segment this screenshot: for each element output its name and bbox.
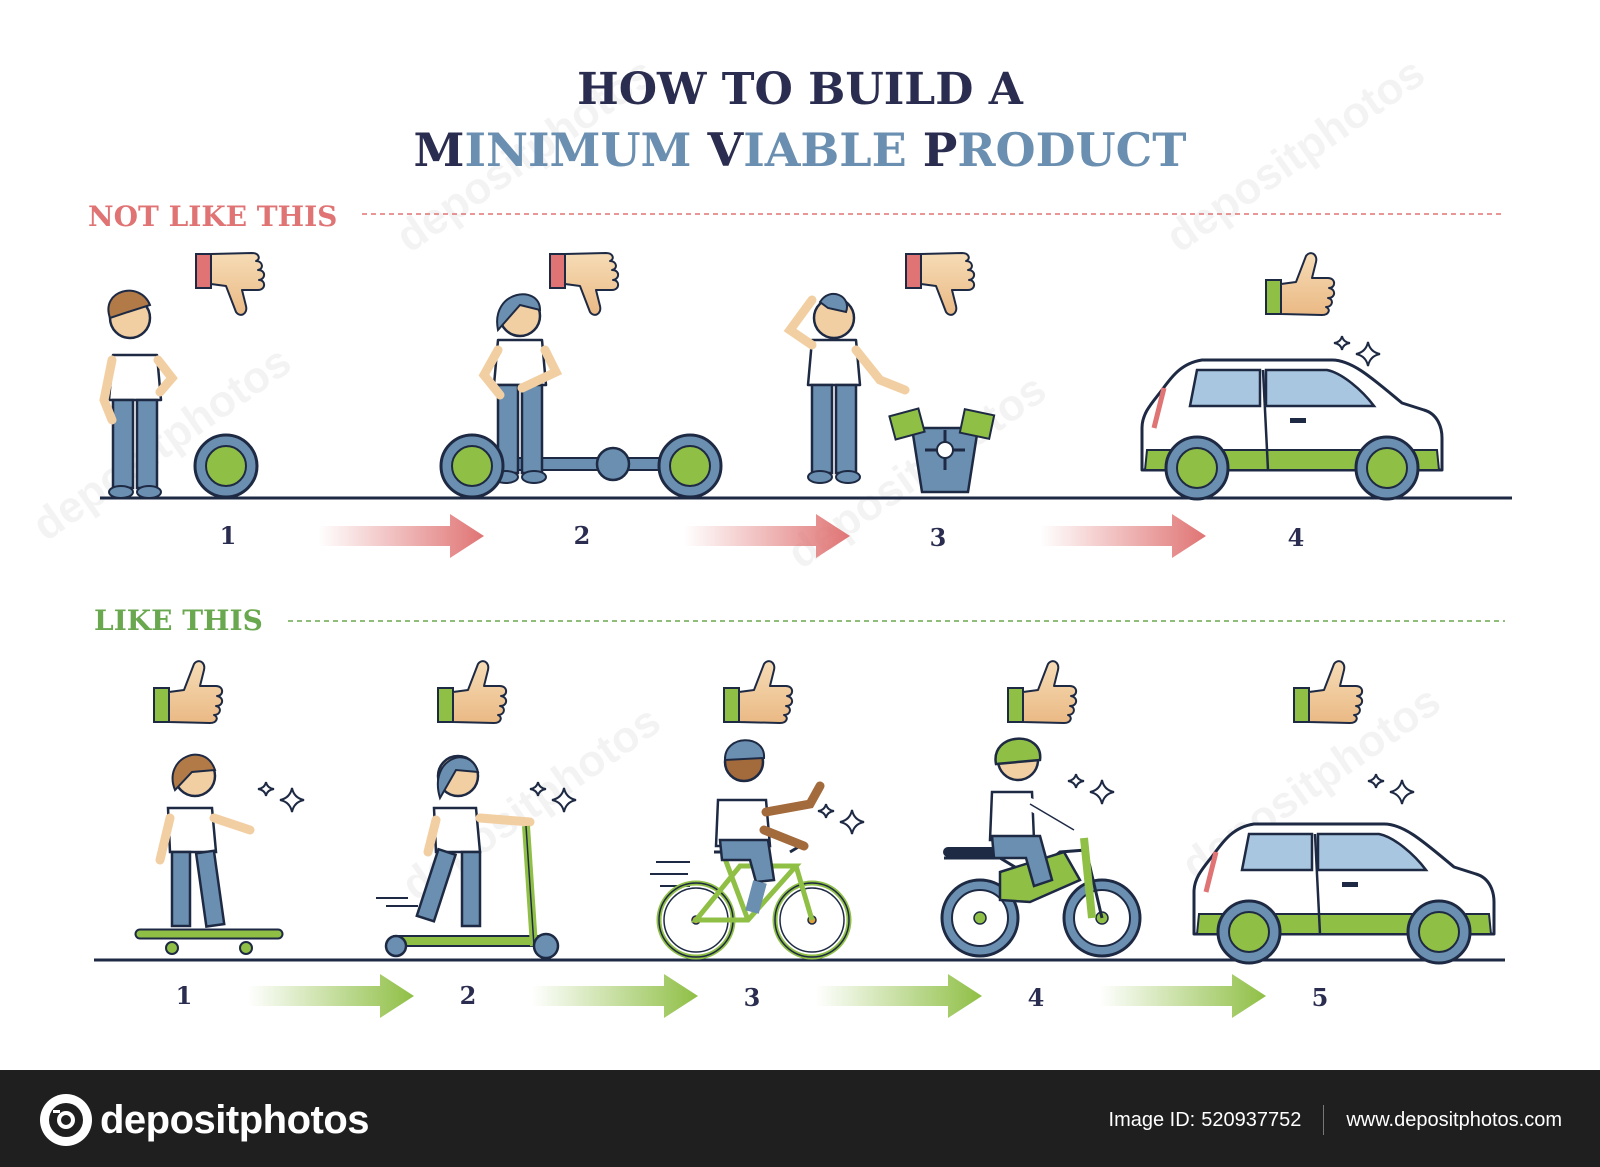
good-arrow-3-icon (816, 974, 982, 1018)
wheel-icon (439, 433, 505, 499)
bad-arrow-2-icon (684, 514, 850, 558)
good-step-4-illustration (940, 737, 1142, 958)
sparkle-icon (257, 781, 305, 813)
wheel-icon (193, 433, 259, 499)
good-step-4-number: 4 (1028, 983, 1045, 1012)
brand-name: depositphotos (100, 1097, 370, 1142)
bad-section-label: NOT LIKE THIS (88, 200, 337, 233)
good-arrow-1-icon (248, 974, 414, 1018)
thumbs-up-icon (1265, 252, 1336, 316)
good-arrow-4-icon (1100, 974, 1266, 1018)
good-step-3-number: 3 (744, 983, 761, 1012)
title-line-2: MINIMUM VIABLE PRODUCT (414, 123, 1187, 177)
good-section-label: LIKE THIS (94, 604, 263, 637)
camera-logo-icon (40, 1094, 92, 1146)
svg-text:depositphotos: depositphotos (1157, 48, 1433, 262)
good-step-2-illustration (376, 754, 577, 960)
bad-step-4-illustration (1142, 252, 1442, 499)
bad-step-1-number: 1 (220, 521, 237, 550)
bad-step-3-number: 3 (930, 523, 947, 552)
image-id: 520937752 (1201, 1108, 1302, 1131)
thumbs-down-icon (549, 252, 620, 316)
good-step-3-illustration (650, 739, 865, 957)
good-step-5-illustration (1194, 773, 1494, 963)
thumbs-up-icon (1293, 660, 1364, 724)
good-step-2-number: 2 (460, 981, 477, 1010)
sparkle-icon (1367, 773, 1415, 805)
image-id-label: Image ID: (1108, 1108, 1196, 1131)
bad-step-3-illustration (783, 252, 996, 494)
good-step-1-number: 1 (176, 981, 193, 1010)
infographic-canvas: depositphotos depositphotos depositphoto… (24, 48, 1512, 1018)
thumbs-up-icon (1007, 660, 1078, 724)
title-letter-p: P (923, 123, 958, 177)
bad-arrow-1-icon (318, 514, 484, 558)
good-step-1-illustration (134, 753, 305, 955)
car-icon (1194, 824, 1494, 963)
bad-step-2-number: 2 (574, 521, 591, 550)
sparkle-icon (817, 803, 865, 835)
sparkle-icon (1067, 773, 1115, 805)
title-letter-v: V (707, 123, 745, 177)
good-arrow-2-icon (532, 974, 698, 1018)
thumbs-up-icon (437, 660, 508, 724)
brand[interactable]: depositphotos (40, 1094, 370, 1146)
thumbs-down-icon (905, 252, 976, 316)
footer-bar: depositphotos Image ID: 520937752 www.de… (0, 1070, 1600, 1167)
image-meta: Image ID: 520937752 www.depositphotos.co… (1109, 1105, 1562, 1135)
meta-divider (1323, 1105, 1325, 1135)
title-line-1: HOW TO BUILD A (577, 64, 1024, 115)
bad-step-4-number: 4 (1288, 523, 1305, 552)
bad-step-1-illustration (99, 252, 266, 500)
title-letter-m: M (414, 123, 465, 177)
good-step-5-number: 5 (1312, 983, 1329, 1012)
thumbs-up-icon (723, 660, 794, 724)
car-icon (1142, 360, 1442, 499)
bad-step-2-illustration (439, 252, 723, 499)
site-url[interactable]: www.depositphotos.com (1346, 1108, 1562, 1131)
thumbs-up-icon (153, 660, 224, 724)
bad-arrow-3-icon (1040, 514, 1206, 558)
thumbs-down-icon (195, 252, 266, 316)
wheel-icon (657, 433, 723, 499)
